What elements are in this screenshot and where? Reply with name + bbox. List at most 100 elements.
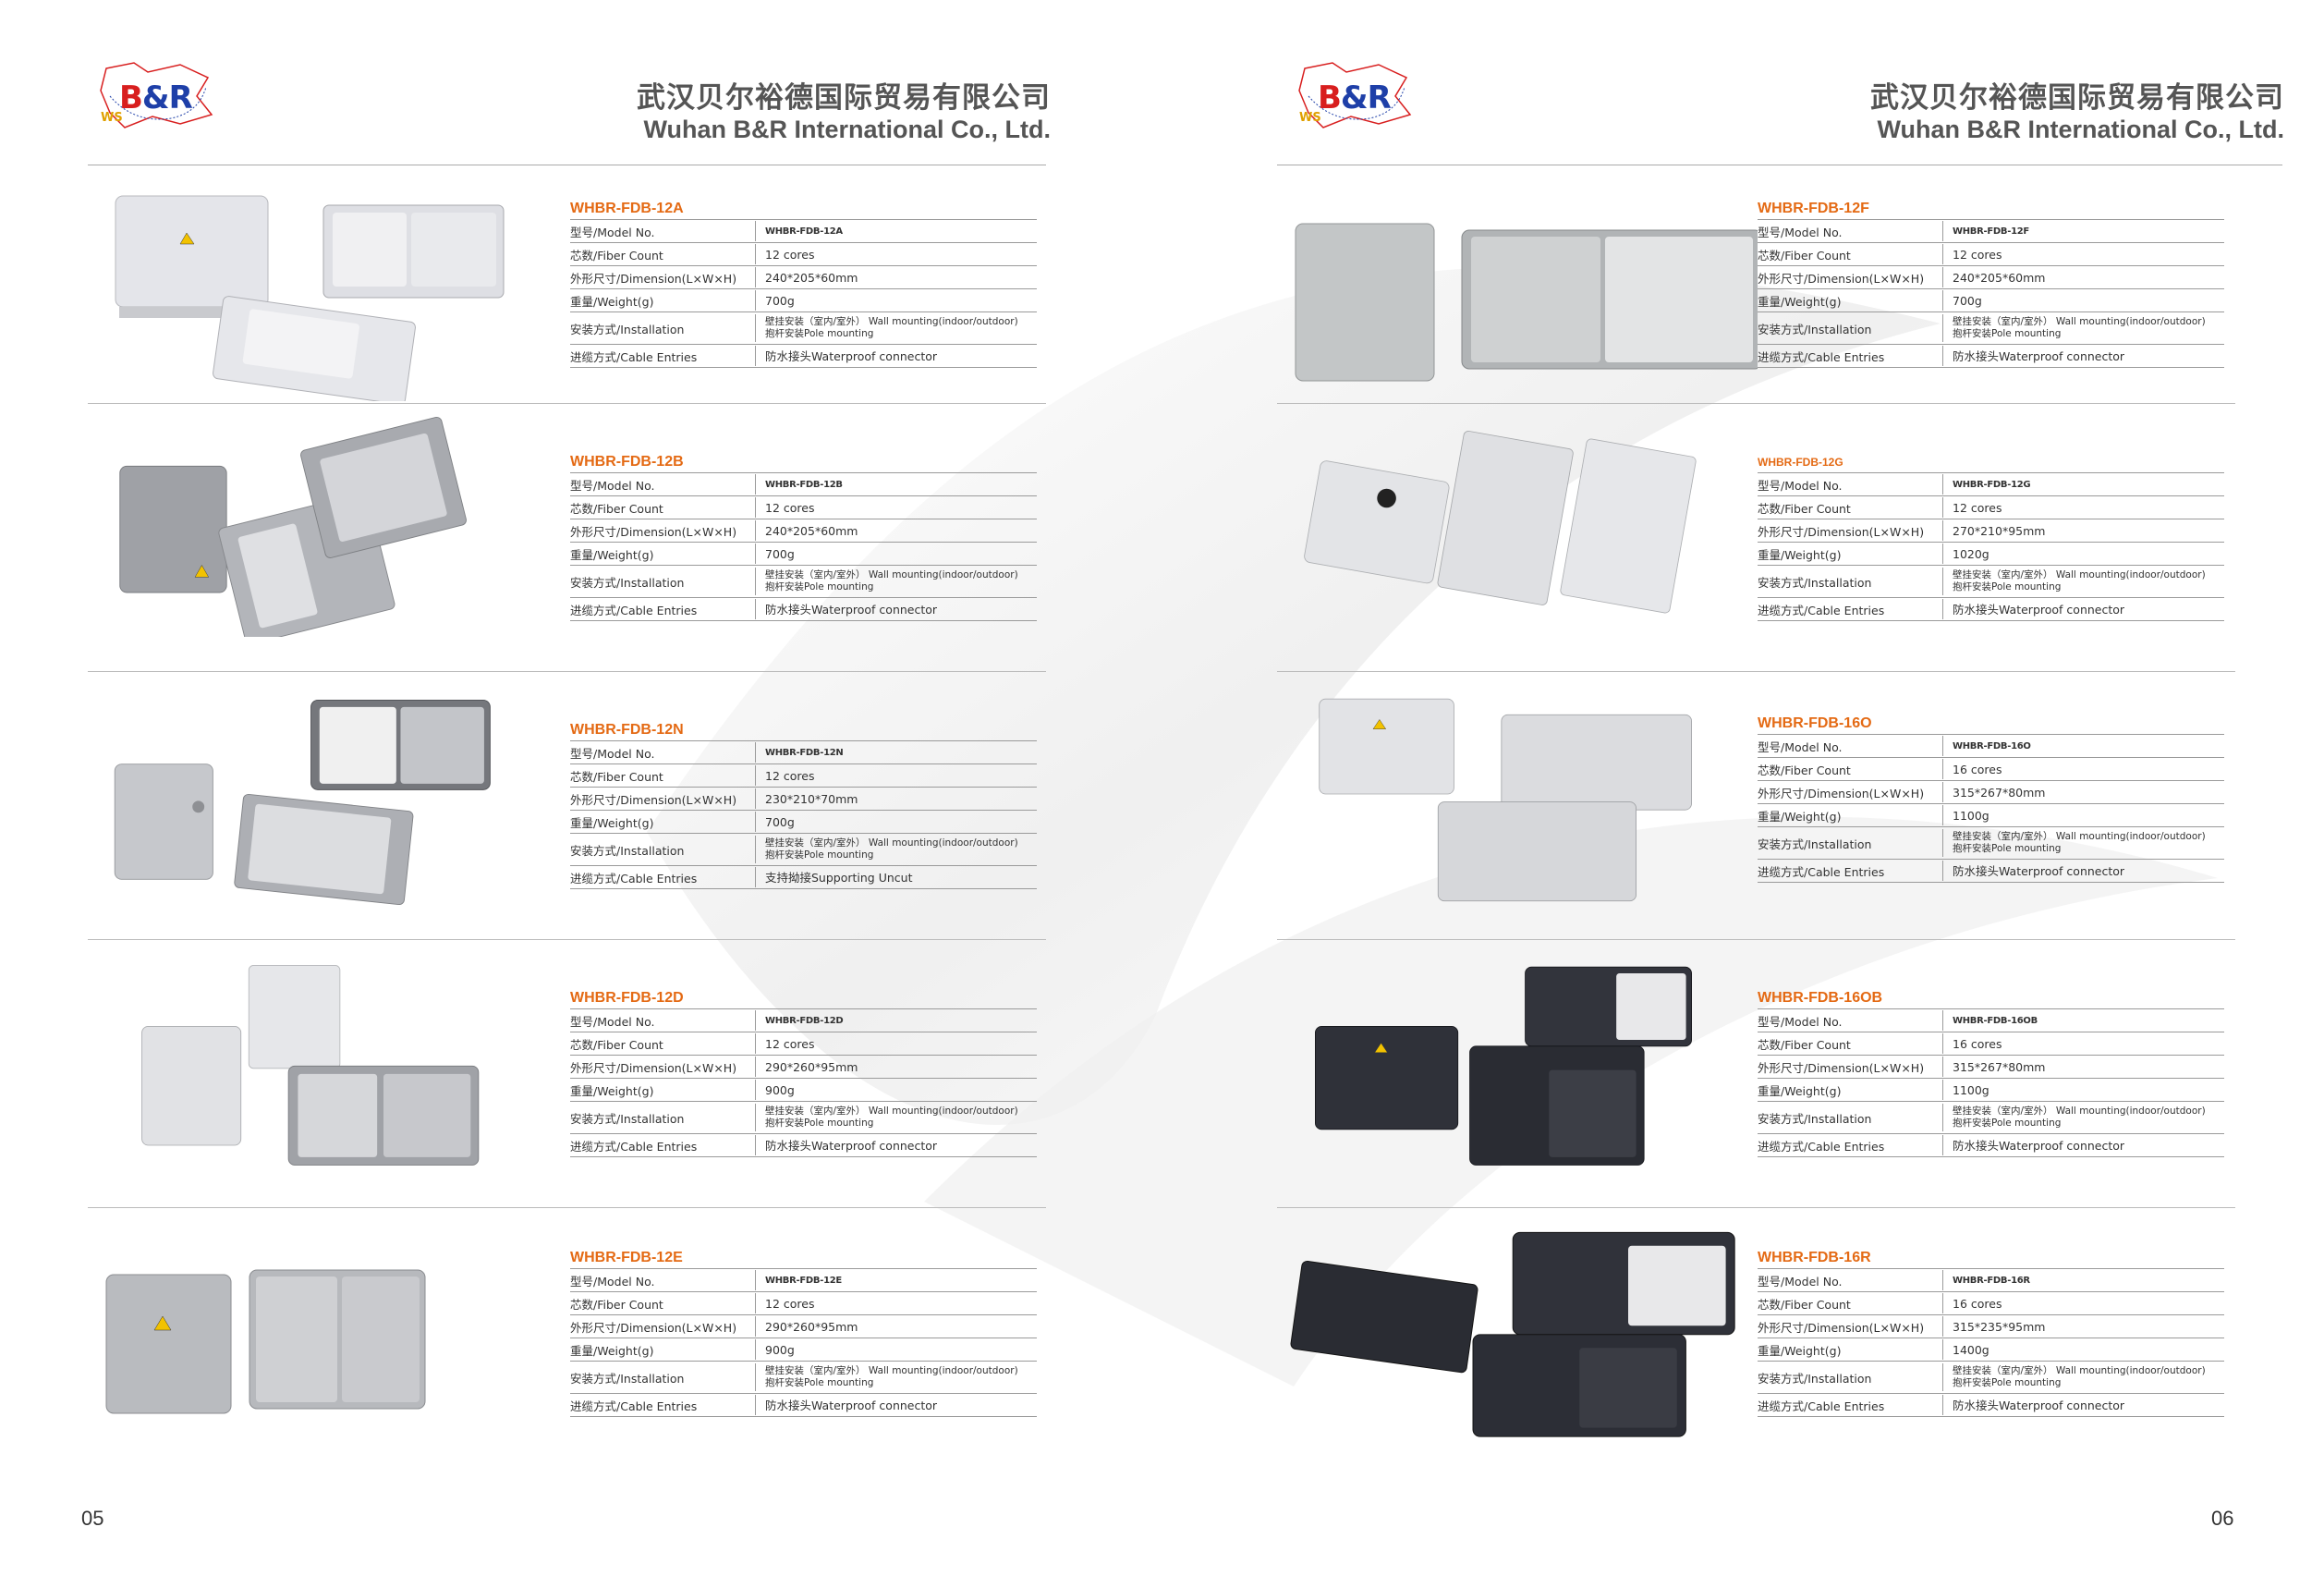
fiber-value: 12 cores — [755, 1033, 1037, 1054]
cable-value: 防水接头Waterproof connector — [1942, 346, 2224, 366]
installation-wall: 壁挂安装（室内/室外） Wall mounting(indoor/outdoor… — [1953, 569, 2206, 580]
dimension-value: 240*205*60mm — [1942, 267, 2224, 287]
product-divider — [1277, 671, 2235, 672]
model-label: 型号/Model No. — [570, 1274, 655, 1289]
installation-value: 壁挂安装（室内/室外） Wall mounting(indoor/outdoor… — [755, 1104, 1037, 1131]
installation-label: 安装方式/Installation — [1758, 1111, 1872, 1126]
weight-value: 1100g — [1942, 1080, 2224, 1100]
product-card: WHBR-FDB-12F 型号/Model No. WHBR-FDB-12F 芯数… — [1277, 168, 2235, 404]
product-title: WHBR-FDB-16OB — [1758, 990, 1883, 1006]
dimension-label: 外形尺寸/Dimension(L×W×H) — [570, 1320, 737, 1335]
installation-wall: 壁挂安装（室内/室外） Wall mounting(indoor/outdoor… — [765, 316, 1018, 327]
spec-table: WHBR-FDB-12N 型号/Model No.WHBR-FDB-12N 芯数… — [570, 720, 1037, 889]
company-logo: B&R WS — [1296, 59, 1416, 133]
installation-value: 壁挂安装（室内/室外） Wall mounting(indoor/outdoor… — [755, 836, 1037, 863]
installation-wall: 壁挂安装（室内/室外） Wall mounting(indoor/outdoor… — [765, 1105, 1018, 1117]
logo-ws: WS — [1299, 111, 1321, 125]
installation-pole: 抱杆安装Pole mounting — [765, 328, 874, 339]
logo-ws: WS — [101, 111, 123, 125]
weight-label: 重量/Weight(g) — [570, 1083, 654, 1098]
spec-table: WHBR-FDB-12D 型号/Model No.WHBR-FDB-12D 芯数… — [570, 988, 1037, 1157]
fiber-value: 12 cores — [755, 497, 1037, 518]
installation-pole: 抱杆安装Pole mounting — [765, 1118, 874, 1129]
dimension-label: 外形尺寸/Dimension(L×W×H) — [1758, 271, 1925, 286]
weight-value: 1100g — [1942, 805, 2224, 825]
cable-value: 防水接头Waterproof connector — [755, 599, 1037, 619]
dimension-value: 290*260*95mm — [755, 1316, 1037, 1337]
installation-label: 安装方式/Installation — [1758, 575, 1872, 590]
product-card: WHBR-FDB-16OB 型号/Model No.WHBR-FDB-16OB … — [1277, 940, 2235, 1208]
cable-label: 进缆方式/Cable Entries — [1758, 349, 1885, 364]
company-name-en: Wuhan B&R International Co., Ltd. — [1877, 116, 2284, 143]
model-value: WHBR-FDB-16O — [1942, 736, 2224, 756]
dimension-value: 290*260*95mm — [755, 1057, 1037, 1077]
product-image — [1314, 966, 1692, 1166]
installation-label: 安装方式/Installation — [1758, 837, 1872, 851]
cable-label: 进缆方式/Cable Entries — [570, 1399, 698, 1413]
dimension-value: 230*210*70mm — [755, 788, 1037, 809]
fiber-label: 芯数/Fiber Count — [1758, 248, 1851, 263]
cable-label: 进缆方式/Cable Entries — [570, 1139, 698, 1154]
fiber-value: 12 cores — [1942, 244, 2224, 264]
weight-label: 重量/Weight(g) — [1758, 294, 1842, 309]
fiber-label: 芯数/Fiber Count — [1758, 1037, 1851, 1052]
cable-value: 防水接头Waterproof connector — [1942, 1395, 2224, 1415]
model-label: 型号/Model No. — [1758, 1014, 1843, 1029]
installation-value: 壁挂安装（室内/室外） Wall mounting(indoor/outdoor… — [1942, 314, 2224, 342]
company-header: 武汉贝尔裕德国际贸易有限公司 Wuhan B&R International C… — [1870, 81, 2284, 144]
installation-label: 安装方式/Installation — [570, 1111, 685, 1126]
installation-value: 壁挂安装（室内/室外） Wall mounting(indoor/outdoor… — [1942, 1104, 2224, 1131]
dimension-label: 外形尺寸/Dimension(L×W×H) — [570, 792, 737, 807]
product-image — [1290, 1231, 1735, 1437]
model-label: 型号/Model No. — [1758, 478, 1843, 493]
installation-wall: 壁挂安装（室内/室外） Wall mounting(indoor/outdoor… — [1953, 1105, 2206, 1117]
product-card: WHBR-FDB-12A 型号/Model No.WHBR-FDB-12A 芯数… — [88, 168, 1046, 404]
installation-label: 安装方式/Installation — [570, 843, 685, 858]
fiber-label: 芯数/Fiber Count — [570, 1297, 663, 1312]
weight-label: 重量/Weight(g) — [1758, 1083, 1842, 1098]
dimension-value: 240*205*60mm — [755, 267, 1037, 287]
installation-wall: 壁挂安装（室内/室外） Wall mounting(indoor/outdoor… — [765, 837, 1018, 849]
installation-pole: 抱杆安装Pole mounting — [765, 1377, 874, 1388]
dimension-label: 外形尺寸/Dimension(L×W×H) — [1758, 786, 1925, 800]
model-value: WHBR-FDB-12B — [755, 474, 1037, 495]
page-left: B&R WS 武汉贝尔裕德国际贸易有限公司 Wuhan B&R Internat… — [81, 62, 1051, 1530]
installation-label: 安装方式/Installation — [570, 322, 685, 336]
weight-value: 1400g — [1942, 1339, 2224, 1360]
product-title: WHBR-FDB-16R — [1758, 1250, 1871, 1265]
company-header: 武汉贝尔裕德国际贸易有限公司 Wuhan B&R International C… — [637, 81, 1051, 144]
product-title: WHBR-FDB-12B — [570, 454, 684, 470]
product-card: WHBR-FDB-12N 型号/Model No.WHBR-FDB-12N 芯数… — [88, 672, 1046, 940]
product-image — [114, 700, 491, 905]
cable-value: 防水接头Waterproof connector — [755, 1395, 1037, 1415]
installation-pole: 抱杆安装Pole mounting — [765, 581, 874, 592]
model-value: WHBR-FDB-12N — [755, 742, 1037, 763]
weight-value: 900g — [755, 1339, 1037, 1360]
weight-value: 700g — [1942, 290, 2224, 311]
cable-label: 进缆方式/Cable Entries — [1758, 864, 1885, 879]
fiber-value: 12 cores — [755, 1293, 1037, 1313]
weight-value: 700g — [755, 812, 1037, 832]
spec-table: WHBR-FDB-16R 型号/Model No.WHBR-FDB-16R 芯数… — [1758, 1248, 2224, 1417]
installation-wall: 壁挂安装（室内/室外） Wall mounting(indoor/outdoor… — [765, 569, 1018, 580]
dimension-label: 外形尺寸/Dimension(L×W×H) — [570, 1060, 737, 1075]
cable-label: 进缆方式/Cable Entries — [1758, 1139, 1885, 1154]
weight-label: 重量/Weight(g) — [570, 815, 654, 830]
model-value: WHBR-FDB-12F — [1942, 221, 2224, 241]
cable-value: 防水接头Waterproof connector — [755, 1135, 1037, 1155]
company-name-en: Wuhan B&R International Co., Ltd. — [643, 116, 1051, 143]
dimension-value: 270*210*95mm — [1942, 520, 2224, 541]
product-title: WHBR-FDB-12D — [570, 990, 684, 1006]
installation-pole: 抱杆安装Pole mounting — [1953, 843, 2062, 854]
product-title: WHBR-FDB-12F — [1758, 201, 1869, 216]
product-divider — [1277, 939, 2235, 940]
installation-value: 壁挂安装（室内/室外） Wall mounting(indoor/outdoor… — [1942, 1363, 2224, 1391]
logo-text: B&R — [119, 79, 193, 116]
installation-wall: 壁挂安装（室内/室外） Wall mounting(indoor/outdoor… — [765, 1365, 1018, 1376]
installation-pole: 抱杆安装Pole mounting — [1953, 1118, 2062, 1129]
fiber-label: 芯数/Fiber Count — [1758, 763, 1851, 777]
model-label: 型号/Model No. — [1758, 225, 1843, 239]
installation-value: 壁挂安装（室内/室外） Wall mounting(indoor/outdoor… — [755, 568, 1037, 595]
spec-table: WHBR-FDB-16O 型号/Model No.WHBR-FDB-16O 芯数… — [1758, 714, 2224, 883]
weight-label: 重量/Weight(g) — [570, 1343, 654, 1358]
